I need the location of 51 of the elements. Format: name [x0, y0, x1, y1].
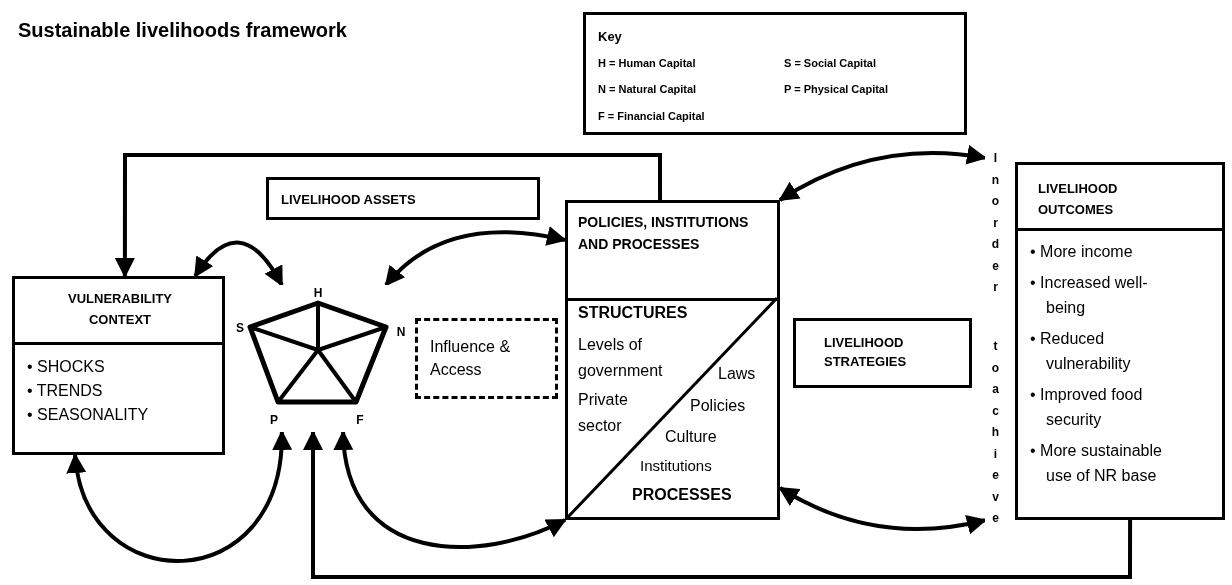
bullet-item: • Increased well-being — [1030, 273, 1149, 318]
vertex-label: F — [355, 413, 365, 428]
vertex-label: S — [235, 321, 245, 336]
bullet-item: • More sustainable use of NR base — [1030, 441, 1163, 486]
box-heading: LIVELIHOOD OUTCOMES — [1038, 180, 1119, 219]
vertex-label: H — [312, 286, 324, 301]
vertex-label: P — [269, 413, 279, 428]
double-headed-arrow — [778, 486, 987, 534]
box-heading: POLICIES, INSTITUTIONS AND PROCESSES — [578, 213, 750, 255]
arrow — [114, 153, 663, 278]
dashed-box — [415, 318, 558, 399]
vertex-label: N — [395, 325, 407, 340]
vertical-text: In order — [991, 150, 1000, 296]
vertical-text: to achieve — [991, 338, 1000, 527]
bullet-item: • More income — [1030, 242, 1134, 262]
bullet-item: • TRENDS — [27, 381, 104, 401]
bullet-item: • Reduced vulnerability — [1030, 329, 1132, 374]
box-text: Culture — [665, 427, 718, 447]
double-headed-arrow — [384, 226, 567, 287]
context-box — [12, 276, 225, 455]
double-headed-arrow — [193, 240, 284, 287]
box-text: Policies — [690, 396, 747, 416]
box-text: Institutions — [640, 456, 713, 476]
key-entry: S = Social Capital — [784, 57, 876, 71]
box-heading: LIVELIHOOD STRATEGIES — [824, 334, 908, 371]
box-text: Influence & Access — [430, 337, 512, 381]
key-entry: P = Physical Capital — [784, 83, 889, 97]
section-label: PROCESSES — [632, 485, 733, 505]
box-text: Levels of government — [578, 335, 664, 382]
heading-box — [266, 177, 540, 220]
strategy-box — [793, 318, 972, 388]
double-headed-arrow — [778, 145, 987, 202]
key-heading: Key — [598, 29, 622, 46]
key-entry: H = Human Capital — [598, 57, 696, 71]
bullet-item: • Improved food security — [1030, 385, 1144, 430]
outcomes-box — [1015, 162, 1225, 520]
key-box — [583, 12, 967, 135]
arrow — [303, 430, 1133, 579]
box-heading: VULNERABILITY CONTEXT — [67, 290, 173, 329]
bullet-item: • SHOCKS — [27, 357, 106, 377]
box-text: Laws — [718, 364, 757, 384]
box-heading: LIVELIHOOD ASSETS — [281, 191, 417, 209]
key-entry: F = Financial Capital — [598, 110, 705, 124]
box-text: Private sector — [578, 390, 629, 437]
double-headed-arrow — [334, 430, 567, 549]
process-box — [565, 200, 780, 520]
diagram-title: Sustainable livelihoods framework — [18, 18, 347, 43]
key-entry: N = Natural Capital — [598, 83, 697, 97]
double-headed-arrow — [68, 430, 291, 563]
section-label: STRUCTURES — [578, 303, 689, 323]
bullet-item: • SEASONALITY — [27, 405, 150, 425]
